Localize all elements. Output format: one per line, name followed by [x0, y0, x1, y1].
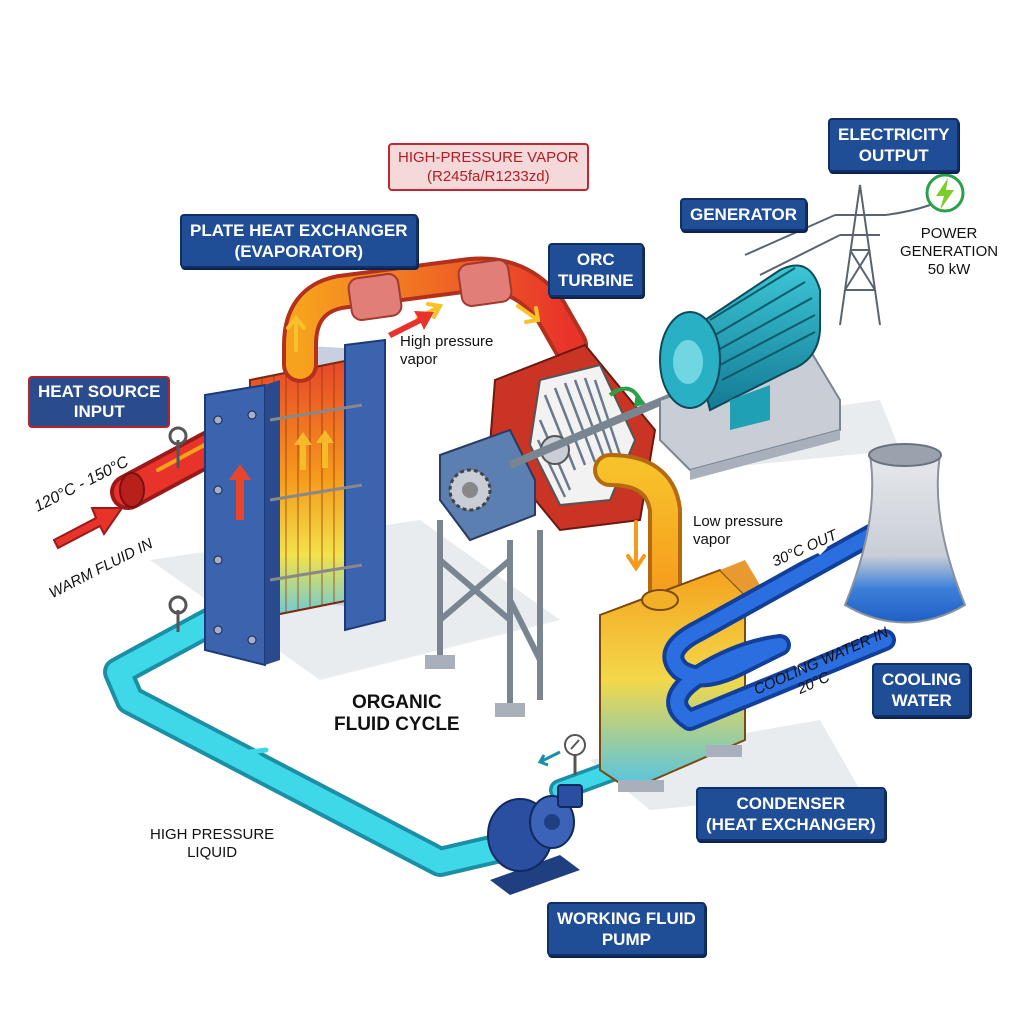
- label-line: (HEAT EXCHANGER): [706, 815, 876, 834]
- evaporator-label: PLATE HEAT EXCHANGER (EVAPORATOR): [180, 214, 418, 268]
- label-line: WATER: [891, 691, 952, 710]
- label-line: HIGH PRESSURE: [150, 826, 275, 843]
- label-line: ORGANIC: [351, 692, 442, 713]
- condenser-label: CONDENSER (HEAT EXCHANGER): [696, 787, 886, 841]
- label-line: High pressure: [400, 333, 494, 350]
- high-pressure-vapor-label: HIGH-PRESSURE VAPOR (R245fa/R1233zd): [388, 143, 589, 191]
- turbine-stand: [425, 520, 543, 717]
- warm-fluid-arrow: [52, 507, 124, 550]
- valve-icon: [168, 595, 188, 632]
- organic-fluid-cycle-title: ORGANIC FLUID CYCLE: [334, 692, 460, 736]
- label-line: POWER: [920, 225, 978, 242]
- label-line: TURBINE: [558, 271, 634, 290]
- label-line: ORC: [576, 250, 615, 269]
- gauge-icon: [564, 734, 586, 775]
- valve-icon: [168, 426, 188, 468]
- flow-arrow: [537, 750, 561, 767]
- high-pressure-vapor-note: High pressure vapor: [400, 333, 493, 369]
- label-line: (EVAPORATOR): [234, 242, 363, 261]
- label-line: Low pressure: [693, 513, 784, 530]
- low-pressure-vapor-note: Low pressure vapor: [693, 513, 783, 549]
- label-line: vapor: [693, 531, 731, 548]
- label-line: HEAT SOURCE: [38, 382, 161, 401]
- generator-label: GENERATOR: [680, 198, 808, 231]
- label-line: 50 kW: [927, 261, 971, 278]
- label-line: CONDENSER: [736, 794, 846, 813]
- label-line: INPUT: [73, 402, 125, 421]
- working-fluid-pump: [487, 784, 583, 895]
- flow-arrow-liquid: [247, 747, 295, 781]
- pump-label: WORKING FLUID PUMP: [547, 902, 706, 956]
- label-line: FLUID CYCLE: [334, 714, 460, 735]
- heat-source-label: HEAT SOURCE INPUT: [28, 376, 171, 428]
- electricity-output-label: ELECTRICITY OUTPUT: [828, 118, 960, 172]
- low-pressure-vapor-pipe: [593, 453, 682, 617]
- power-generation-text: POWER GENERATION 50 kW: [900, 225, 998, 279]
- generator: [659, 264, 841, 480]
- bolt-icon: [925, 173, 965, 213]
- cooling-coil: [662, 519, 896, 731]
- power-tower: [744, 184, 931, 326]
- turbine-label: ORC TURBINE: [548, 243, 644, 297]
- cooling-tower: [843, 443, 967, 624]
- flow-arrow-up: [294, 430, 334, 470]
- label-line: LIQUID: [187, 844, 238, 861]
- label-line: COOLING: [882, 670, 962, 689]
- hp-vapor-arrow: [388, 311, 434, 338]
- high-pressure-liquid-note: HIGH PRESSURE LIQUID: [150, 826, 274, 862]
- cooling-water-label: COOLING WATER: [872, 663, 972, 717]
- label-line: OUTPUT: [858, 146, 929, 165]
- gearbox: [439, 381, 702, 542]
- label-line: WORKING FLUID: [557, 909, 696, 928]
- label-line: PUMP: [601, 930, 651, 949]
- label-line: vapor: [400, 351, 438, 368]
- label-line: PLATE HEAT EXCHANGER: [190, 221, 408, 240]
- label-line: GENERATION: [900, 243, 999, 260]
- label-line: (R245fa/R1233zd): [427, 168, 550, 185]
- plate-heat-exchanger: [204, 338, 386, 667]
- flow-arrow-down: [626, 520, 646, 572]
- label-line: HIGH-PRESSURE VAPOR: [398, 149, 579, 166]
- label-line: ELECTRICITY: [838, 125, 950, 144]
- flow-arrow: [792, 541, 828, 671]
